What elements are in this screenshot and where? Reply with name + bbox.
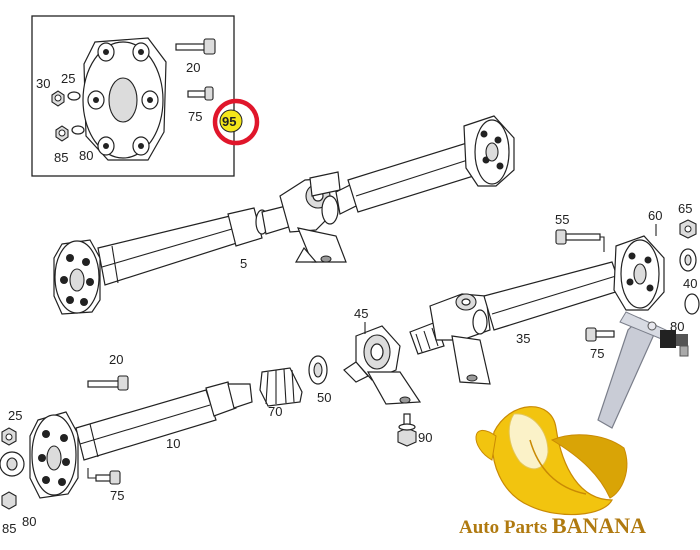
bolt-75-inset — [187, 86, 214, 101]
flex-disc-inset: 30 25 85 80 20 75 — [31, 15, 235, 177]
label-25-lower: 25 — [8, 408, 22, 423]
inset-label-30: 30 — [36, 76, 50, 91]
inset-label-95: 95 — [222, 114, 236, 129]
watermark-text: Auto Parts BANANA — [459, 513, 646, 538]
label-35: 35 — [516, 331, 530, 346]
right-fastener-set: 60 65 40 80 — [648, 201, 700, 334]
bolt-75-lower: 75 — [87, 468, 124, 503]
propeller-shaft-35: 35 — [409, 235, 665, 385]
link-arm-icon — [597, 311, 689, 429]
bolt-20-lower: 20 — [87, 352, 129, 391]
label-20-lower: 20 — [109, 352, 123, 367]
bolt-20-inset — [175, 38, 216, 55]
inset-label-25: 25 — [61, 71, 75, 86]
label-75-lower: 75 — [110, 488, 124, 503]
label-65: 65 — [678, 201, 692, 216]
label-90: 90 — [418, 430, 432, 445]
label-55: 55 — [555, 212, 569, 227]
highlight-part-95: 95 — [212, 98, 260, 146]
bearing-50: 50 — [308, 355, 331, 405]
label-85-lower: 85 — [2, 521, 16, 536]
watermark-prefix: Auto Parts — [459, 517, 552, 538]
lower-left-fastener-set: 25 85 80 — [0, 408, 36, 536]
center-bearing-45: 45 — [343, 306, 422, 405]
inset-label-20: 20 — [186, 60, 200, 75]
label-80-lower: 80 — [22, 514, 36, 529]
propeller-shaft-10: 10 — [29, 381, 253, 499]
label-shaft-5: 5 — [240, 256, 247, 271]
watermark-logo: Auto Parts BANANA — [459, 311, 689, 538]
inset-label-75: 75 — [188, 109, 202, 124]
label-40: 40 — [683, 276, 697, 291]
watermark-brand: BANANA — [552, 513, 646, 538]
bolt-75-right: 75 — [585, 327, 615, 361]
bolt-55: 55 — [555, 212, 605, 252]
label-50: 50 — [317, 390, 331, 405]
label-60: 60 — [648, 208, 662, 223]
inset-label-80: 80 — [79, 148, 93, 163]
highlight-ring — [212, 98, 260, 146]
highlight-marker — [219, 109, 243, 133]
inset-label-85: 85 — [54, 150, 68, 165]
propeller-shaft-5: 5 — [53, 115, 515, 315]
label-75-right: 75 — [590, 346, 604, 361]
banana-icon — [475, 406, 628, 516]
label-70: 70 — [268, 404, 282, 419]
label-45: 45 — [354, 306, 368, 321]
dust-boot-70: 70 — [259, 367, 303, 419]
label-shaft-10: 10 — [166, 436, 180, 451]
flex-disc — [82, 37, 167, 161]
bolt-90: 90 — [397, 413, 432, 447]
